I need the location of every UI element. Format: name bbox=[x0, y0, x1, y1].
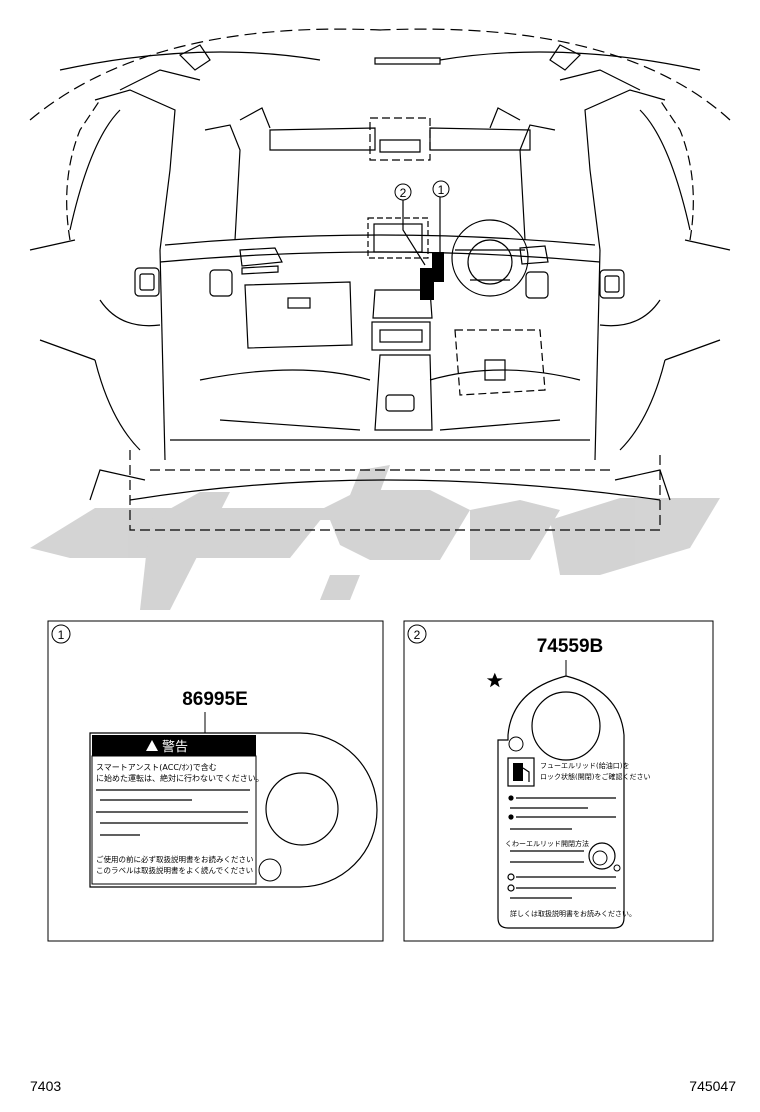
fuel-cap-diagram-icon bbox=[486, 672, 621, 872]
panel-2: 2 74559B フューエルリッド(給油口)を ロック状態(開閉)をご確認くださ… bbox=[403, 620, 714, 942]
panel-1-warning-line1: スマートアンスト(ACC/ｵﾝ)で含む bbox=[96, 762, 217, 772]
callout-1-marker: 1 bbox=[432, 180, 450, 198]
vehicle-interior-drawing bbox=[29, 28, 731, 531]
panel-2-small-hole bbox=[508, 736, 524, 752]
panel-2-line3: くわーエルリッド開閉方法 bbox=[505, 839, 589, 848]
panel-1-warning-line2: に始めた運転は、絶対に行わないでください。 bbox=[96, 773, 264, 783]
panel-1-part-number: 86995E bbox=[182, 689, 248, 710]
panel-2-hang-hole bbox=[531, 691, 601, 761]
callout-2-marker: 2 bbox=[394, 183, 412, 201]
footer-right-code: 745047 bbox=[689, 1078, 736, 1094]
panel-2-text-lines bbox=[507, 795, 616, 899]
label-position-markers bbox=[402, 197, 444, 300]
panel-2-line2: ロック状態(開閉)をご確認ください bbox=[540, 772, 650, 781]
panel-1-large-hole bbox=[265, 772, 339, 846]
panel-1-warning-title: 警告 bbox=[162, 739, 188, 755]
panel-2-footer-text: 詳しくは取扱説明書をお読みください。 bbox=[510, 909, 636, 918]
fuel-pump-icon bbox=[507, 757, 535, 787]
panel-2-line1: フューエルリッド(給油口)を bbox=[540, 761, 629, 770]
callout-2-label: 2 bbox=[400, 186, 407, 200]
watermark-logo bbox=[30, 465, 720, 610]
panel-1: 1 86995E 警告 スマートアンスト(ACC/ｵﾝ)で含む に始めた運転は、… bbox=[47, 620, 384, 942]
panel-2-index: 2 bbox=[414, 628, 421, 642]
panel-2-part-number: 74559B bbox=[537, 636, 604, 657]
warning-triangle-icon bbox=[146, 740, 158, 751]
panel-1-small-hole bbox=[258, 858, 282, 882]
panel-1-note-line1: ご使用の前に必ず取扱説明書をお読みください bbox=[96, 854, 254, 864]
panel-1-note-line2: このラベルは取扱説明書をよく読んでください bbox=[96, 865, 253, 875]
panel-1-index: 1 bbox=[58, 628, 65, 642]
footer-left-code: 7403 bbox=[30, 1078, 61, 1094]
callout-1-label: 1 bbox=[438, 183, 445, 197]
panel-1-text-lines bbox=[96, 789, 250, 836]
